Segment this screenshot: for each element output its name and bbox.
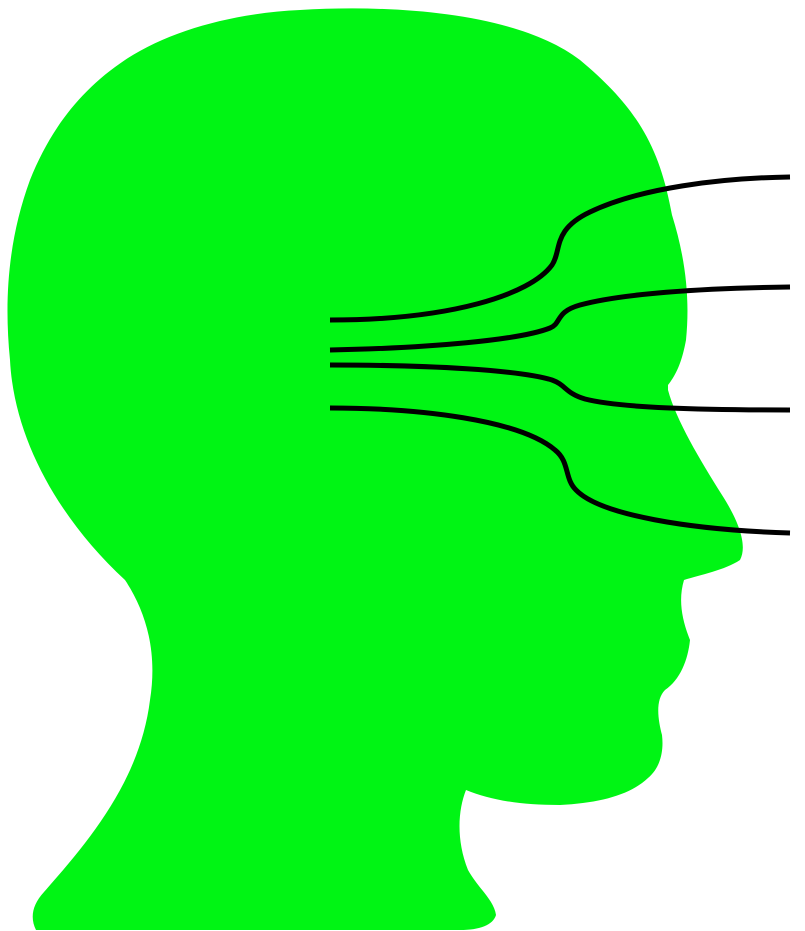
head-silhouette <box>7 8 742 930</box>
